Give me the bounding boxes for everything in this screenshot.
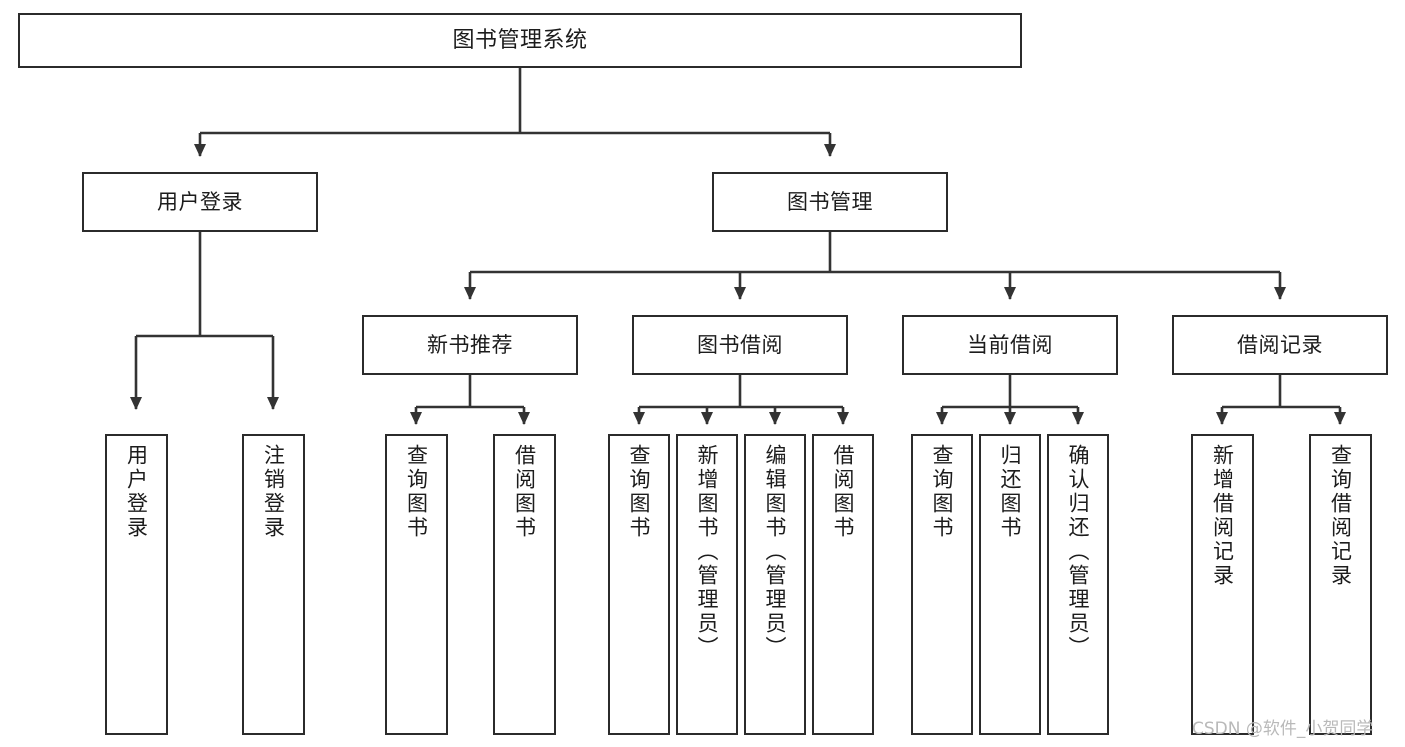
leaf-borrow-record-query-record[interactable]: 查询借阅记录 [1309, 434, 1372, 735]
node-label: 查询图书 [404, 444, 429, 540]
leaf-new-book-query-book[interactable]: 查询图书 [385, 434, 448, 735]
node-label: 注销登录 [261, 444, 286, 540]
node-label: 借阅图书 [512, 444, 537, 540]
node-root-book-management-system[interactable]: 图书管理系统 [18, 13, 1022, 68]
node-label: 新增图书（管理员） [695, 444, 720, 660]
leaf-current-borrow-confirm-return-admin[interactable]: 确认归还（管理员） [1047, 434, 1109, 735]
leaf-new-book-borrow-book[interactable]: 借阅图书 [493, 434, 556, 735]
node-label: 借阅图书 [831, 444, 856, 540]
watermark-text: CSDN @软件_小贺同学 [1192, 719, 1374, 739]
node-book-borrow[interactable]: 图书借阅 [632, 315, 848, 375]
node-label: 编辑图书（管理员） [763, 444, 788, 660]
node-label: 查询借阅记录 [1328, 444, 1353, 588]
leaf-book-borrow-query-book[interactable]: 查询图书 [608, 434, 670, 735]
leaf-user-login-logout[interactable]: 注销登录 [242, 434, 305, 735]
node-label: 借阅记录 [1237, 332, 1323, 357]
node-new-book-recommend[interactable]: 新书推荐 [362, 315, 578, 375]
node-label: 当前借阅 [967, 332, 1053, 357]
node-label: 新增借阅记录 [1210, 444, 1235, 588]
node-current-borrow[interactable]: 当前借阅 [902, 315, 1118, 375]
node-label: 归还图书 [998, 444, 1023, 540]
node-label: 确认归还（管理员） [1066, 444, 1091, 660]
leaf-current-borrow-return-book[interactable]: 归还图书 [979, 434, 1041, 735]
node-label: 图书借阅 [697, 332, 783, 357]
leaf-book-borrow-borrow-book[interactable]: 借阅图书 [812, 434, 874, 735]
node-label: 查询图书 [627, 444, 652, 540]
node-user-login[interactable]: 用户登录 [82, 172, 318, 232]
node-book-management[interactable]: 图书管理 [712, 172, 948, 232]
node-borrow-record[interactable]: 借阅记录 [1172, 315, 1388, 375]
leaf-book-borrow-edit-book-admin[interactable]: 编辑图书（管理员） [744, 434, 806, 735]
node-label: 用户登录 [124, 444, 149, 540]
node-label: 用户登录 [157, 189, 243, 214]
leaf-current-borrow-query-book[interactable]: 查询图书 [911, 434, 973, 735]
node-label: 查询图书 [930, 444, 955, 540]
leaf-user-login-login[interactable]: 用户登录 [105, 434, 168, 735]
node-label: 图书管理系统 [452, 27, 588, 53]
node-label: 图书管理 [787, 189, 873, 214]
node-label: 新书推荐 [427, 332, 513, 357]
leaf-book-borrow-add-book-admin[interactable]: 新增图书（管理员） [676, 434, 738, 735]
leaf-borrow-record-add-record[interactable]: 新增借阅记录 [1191, 434, 1254, 735]
